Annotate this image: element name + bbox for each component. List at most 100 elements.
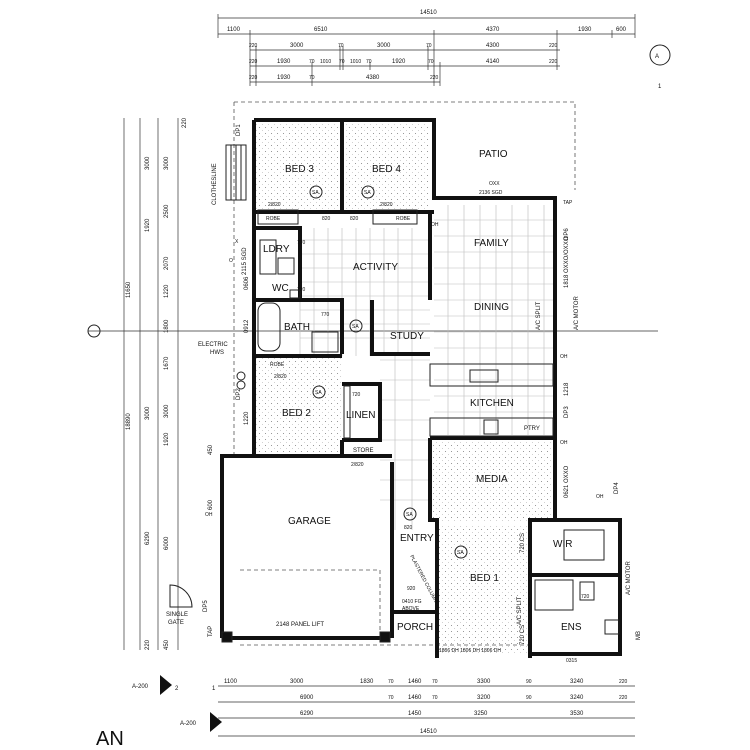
dim-top: 3000 <box>377 43 391 49</box>
carpet-bed1 <box>437 526 529 654</box>
room-bed4: BED 4 <box>372 164 401 175</box>
room-family: FAMILY <box>474 238 509 249</box>
downpipe-label: DP3 <box>564 406 570 418</box>
ac-split-label: A/C SPLIT <box>536 301 542 330</box>
window-label: 1818 OXXO/OXXO <box>564 236 570 288</box>
drawing-title-fragment: AN <box>96 728 124 750</box>
clothesline-frame <box>225 144 247 201</box>
cavity-slider: 720 CS <box>520 625 526 645</box>
downpipe-label: DP5 <box>203 600 209 612</box>
section-num: 1 <box>658 84 662 90</box>
tap-label: TAP <box>208 626 214 637</box>
room-porch: PORCH <box>397 622 433 633</box>
door-size: 770 <box>297 240 306 246</box>
bed1-windows: 1806 DH 1806 DH 1806 DH <box>439 648 501 654</box>
laundry-x: X <box>235 239 239 245</box>
room-labels: BED 3 BED 4 PATIO FAMILY DINING ACTIVITY… <box>263 149 582 633</box>
dim-top: 220 <box>249 43 258 49</box>
bath-tub <box>257 302 281 352</box>
carpet-bed2 <box>256 356 342 456</box>
smoke-alarm: SA <box>457 550 464 556</box>
section-tag: A-200 <box>132 684 149 690</box>
ensuite-vanity <box>604 619 620 635</box>
door-label: 2/820 <box>274 374 287 380</box>
dim-left: 600 <box>208 499 214 510</box>
meter-box: MB <box>636 631 642 640</box>
robe-label: ROBE <box>396 216 411 222</box>
dim-left: 3000 <box>164 404 170 418</box>
carpet-bed4 <box>343 122 430 210</box>
smoke-alarm: SA <box>364 190 371 196</box>
dim-left: 1670 <box>164 356 170 370</box>
dim-bottom: 90 <box>526 695 532 701</box>
dim-top: 70 <box>366 59 372 65</box>
room-entry: ENTRY <box>400 533 434 544</box>
smoke-alarm: SA <box>312 190 319 196</box>
room-wc: WC <box>272 283 289 294</box>
ac-motor-label: A/C MOTOR <box>626 560 632 595</box>
patio-door: 2136 SGD <box>479 190 503 196</box>
dim-top: 70 <box>309 75 315 81</box>
patio-window: OXX <box>489 181 500 187</box>
door-label: 2/820 <box>380 202 393 208</box>
room-bed3: BED 3 <box>285 164 314 175</box>
dim-left: 3000 <box>145 406 151 420</box>
dim-left: 3000 <box>164 156 170 170</box>
oh-label: OH <box>596 494 604 500</box>
cavity-slider: 720 CS <box>520 533 526 553</box>
dim-top: 1930 <box>277 59 291 65</box>
dim-top: 1010 <box>320 59 331 65</box>
door-label: 2/820 <box>351 462 364 468</box>
dim-bottom: 1460 <box>408 679 422 685</box>
dim-top: 1920 <box>392 59 406 65</box>
dim-bottom: 6900 <box>300 695 314 701</box>
dim-left: 450 <box>208 444 214 455</box>
window-label: 1218 <box>564 382 570 396</box>
left-dimensions: 11650 18890 3000 1920 3000 6290 3000 250… <box>123 117 250 650</box>
dim-top: 4300 <box>486 43 500 49</box>
dim-left: 6000 <box>164 536 170 550</box>
window-label: 0606 <box>244 276 250 290</box>
door-size: 820 <box>322 216 331 222</box>
shower-base <box>311 331 339 353</box>
dim-bottom: 6290 <box>300 711 314 717</box>
dim-bottom: 3300 <box>477 679 491 685</box>
dim-bottom-total: 14510 <box>420 729 437 735</box>
fg-label: ABOVE <box>402 606 420 612</box>
dim-left: 450 <box>164 639 170 650</box>
dim-bottom: 3200 <box>477 695 491 701</box>
dim-left: 2070 <box>164 256 170 270</box>
dim-top: 70 <box>338 43 344 49</box>
dim-bottom: 70 <box>432 695 438 701</box>
ensuite-shower <box>534 579 574 611</box>
dim-top: 1100 <box>227 27 241 33</box>
dim-bottom: 70 <box>388 679 394 685</box>
linen-shelves <box>343 385 351 439</box>
ac-motor-label: A/C MOTOR <box>574 295 580 330</box>
kitchen-sink <box>469 369 499 383</box>
section-tags: A-200 2 A-200 1 AN <box>96 675 222 750</box>
dim-top: 70 <box>309 59 315 65</box>
room-ptry: PTRY <box>524 426 540 432</box>
cooktop <box>483 419 499 435</box>
room-activity: ACTIVITY <box>353 262 398 273</box>
fixtures <box>169 144 620 643</box>
dim-top: 220 <box>249 59 258 65</box>
room-dining: DINING <box>474 302 509 313</box>
door-size: 920 <box>407 586 416 592</box>
dim-top: 220 <box>249 75 258 81</box>
room-bath: BATH <box>284 322 310 333</box>
garage-door-guide <box>240 569 381 630</box>
dim-bottom: 1450 <box>408 711 422 717</box>
laundry-door: 2115 SGD <box>242 247 248 275</box>
gate-label: GATE <box>168 620 184 626</box>
oh-label: OH <box>560 440 568 446</box>
annotations: ROBE ROBE ROBE 2/820 2/820 2/820 2/820 8… <box>166 124 642 664</box>
dim-top: 4380 <box>366 75 380 81</box>
dim-top: 220 <box>549 59 558 65</box>
room-kitchen: KITCHEN <box>470 398 514 409</box>
section-tag-num: 1 <box>212 686 216 692</box>
dim-left: 1920 <box>145 218 151 232</box>
dim-bottom: 3530 <box>570 711 584 717</box>
